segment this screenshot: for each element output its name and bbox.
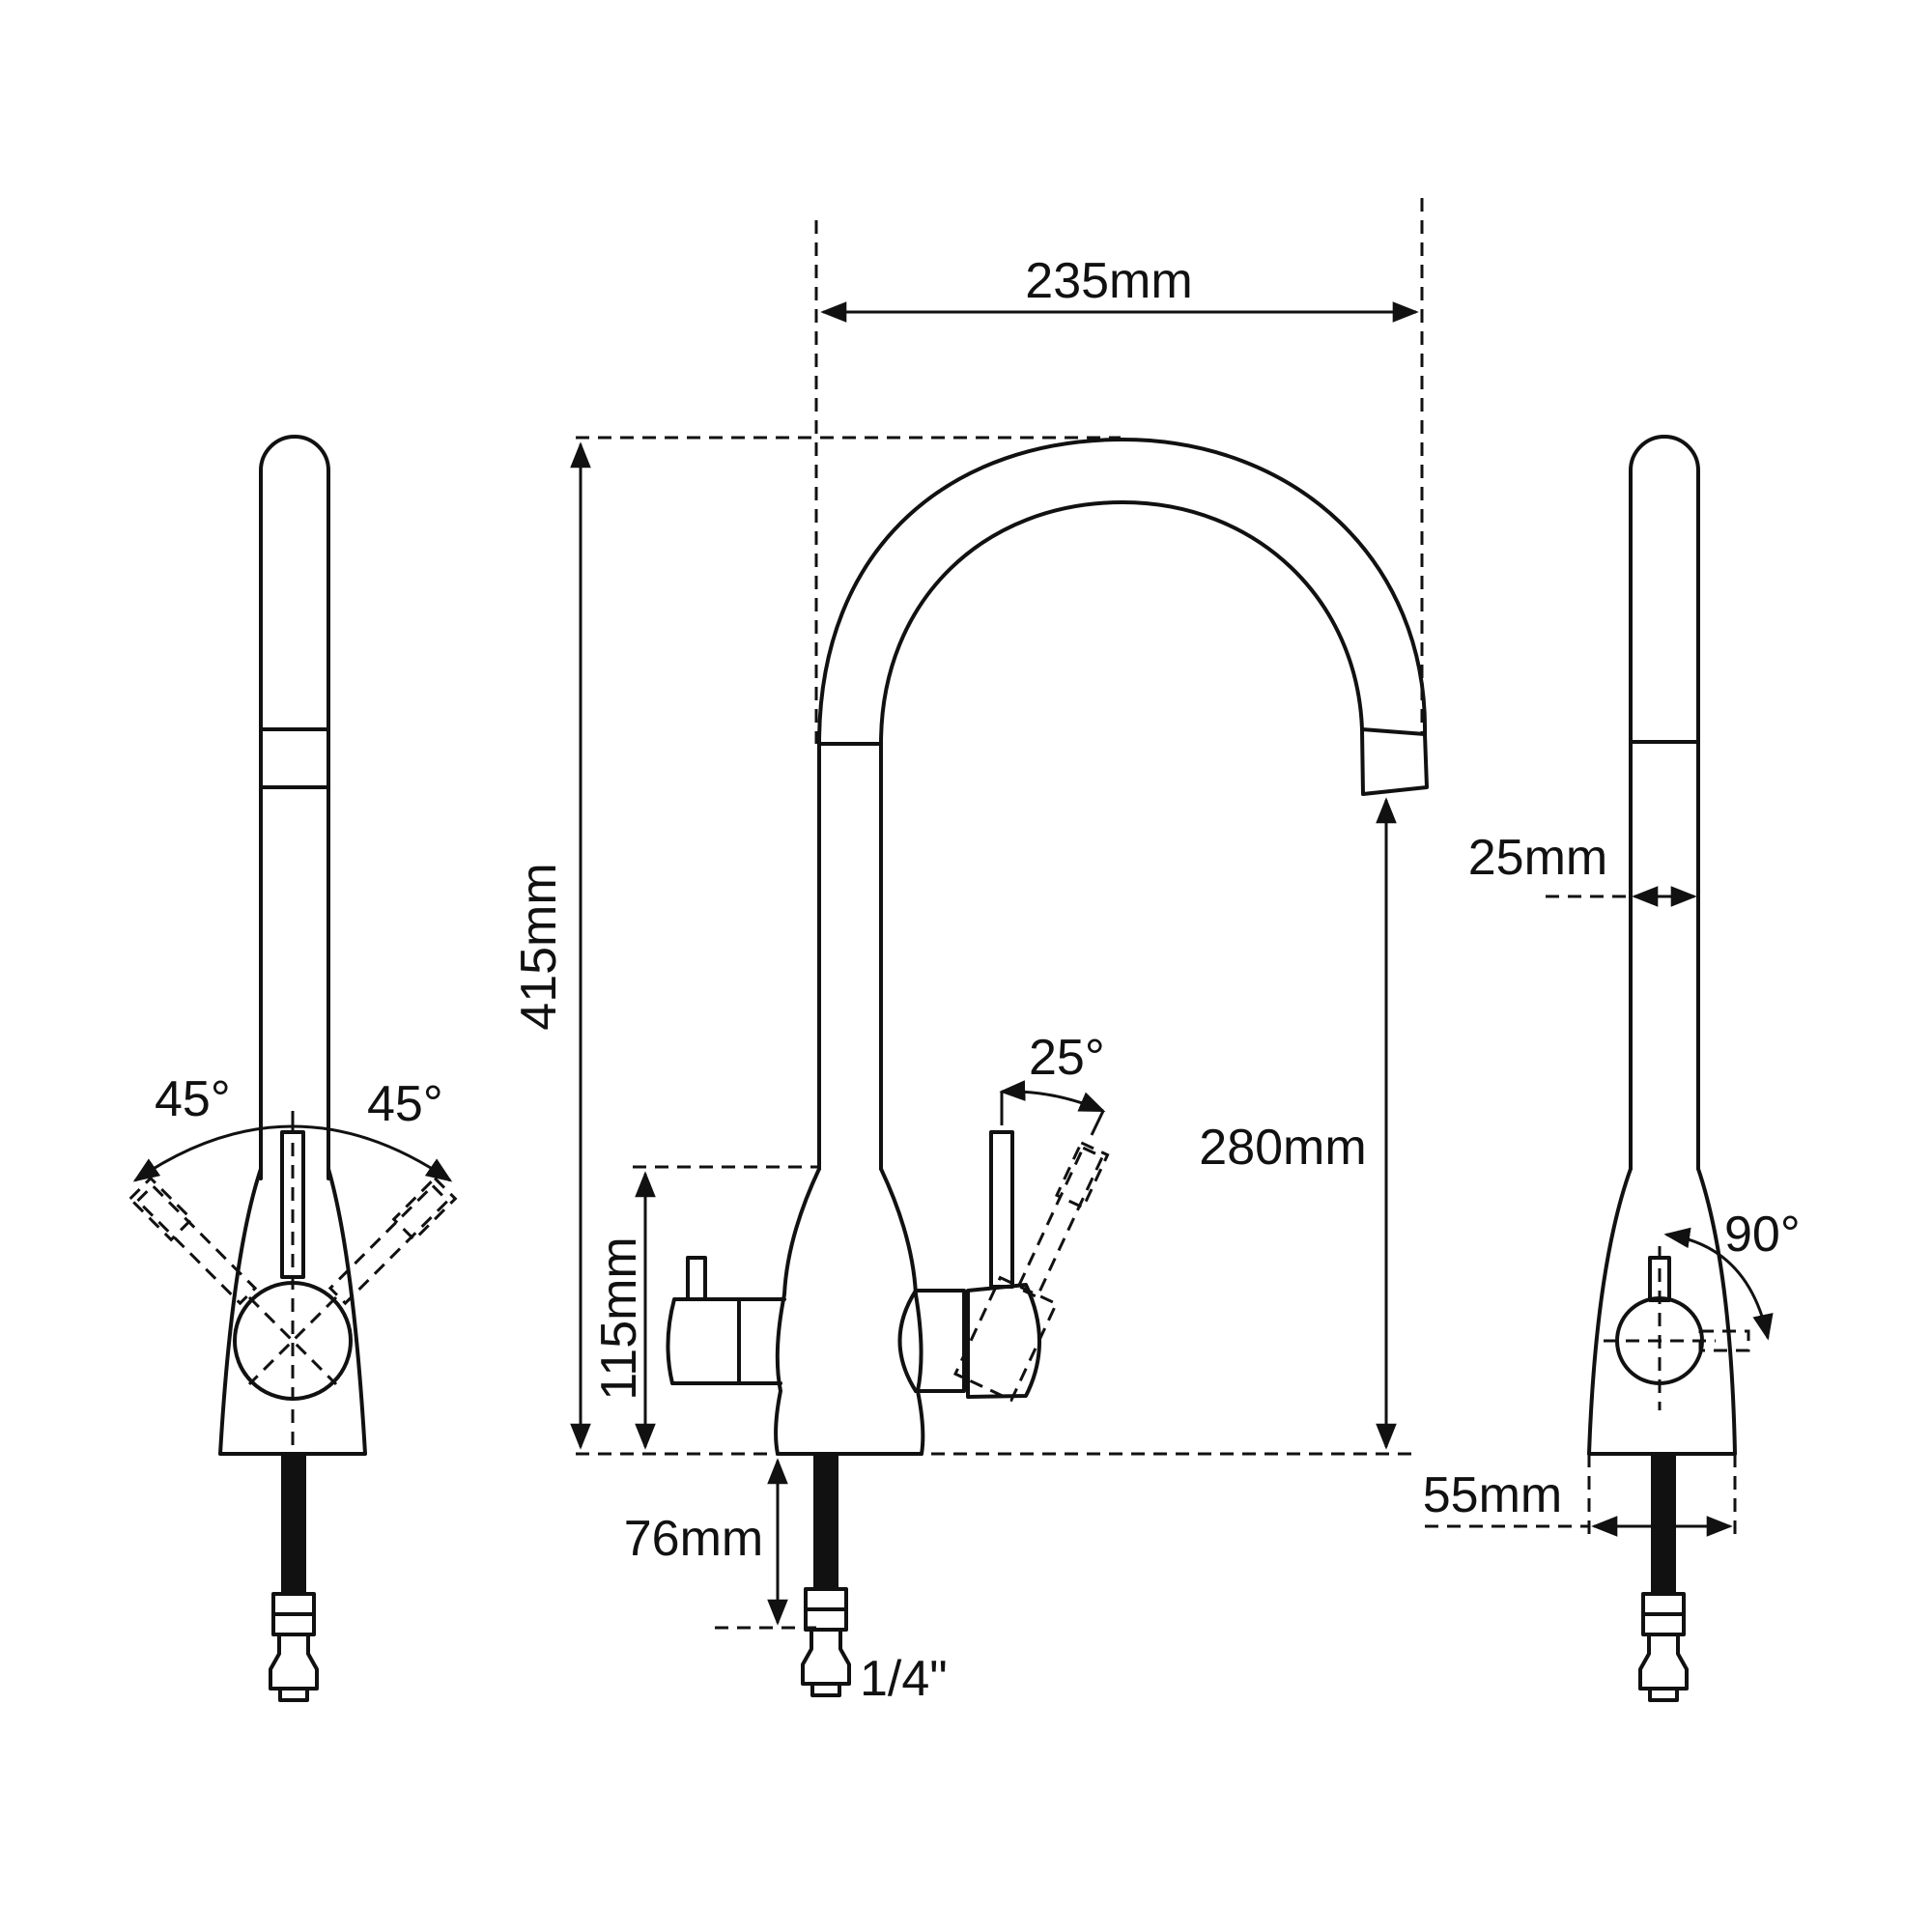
reach-label: 235mm — [1025, 253, 1192, 309]
front-lever-angle-label: 25° — [1029, 1030, 1105, 1086]
spout-diameter-label: 25mm — [1468, 830, 1607, 886]
left-view — [128, 435, 458, 1702]
side-view — [1425, 435, 1774, 1702]
left-swing-angle-label: 45° — [155, 1071, 231, 1127]
right-swing-angle-label: 45° — [367, 1076, 443, 1132]
side-lever-angle-label: 90° — [1724, 1207, 1801, 1263]
base-diameter-label: 55mm — [1423, 1467, 1562, 1523]
body-height-label: 115mm — [591, 1236, 647, 1401]
connection-label: 1/4" — [860, 1651, 948, 1707]
front-view — [570, 198, 1429, 1697]
spout-clearance-label: 280mm — [1199, 1120, 1366, 1176]
height-label: 415mm — [511, 863, 567, 1030]
shank-length-label: 76mm — [624, 1511, 763, 1567]
